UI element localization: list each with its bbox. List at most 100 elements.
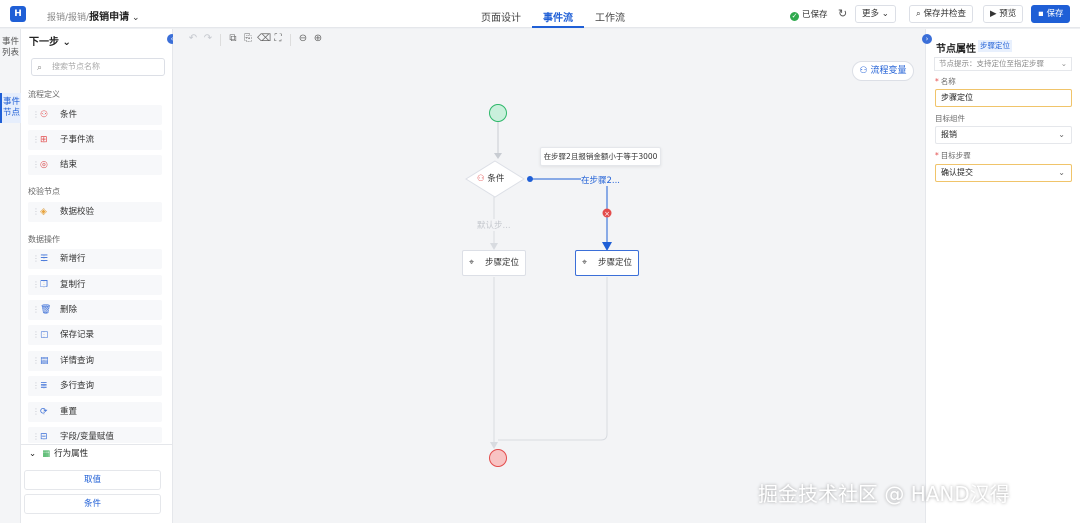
undo-icon[interactable]: ↶ (188, 33, 198, 44)
drag-handle-icon[interactable]: ⋮⋮ (32, 160, 48, 169)
drag-handle-icon[interactable]: ⋮⋮ (32, 407, 48, 416)
palette-item-reset[interactable]: ⋮⋮⟳重置 (28, 402, 162, 422)
drag-handle-icon[interactable]: ⋮⋮ (32, 135, 48, 144)
subflow-icon: ⊞ (40, 135, 48, 145)
app-logo-icon: H (10, 6, 26, 22)
chevron-down-icon: ⌄ (881, 9, 889, 19)
vertical-tabs: 事件列表 事件节点 (0, 29, 21, 523)
save-button[interactable]: ▪ 保存 (1031, 5, 1071, 23)
behavior-section-header[interactable]: ⌄▦行为属性 (21, 444, 173, 462)
start-node[interactable] (489, 104, 507, 122)
palette-item-condition[interactable]: ⋮⋮⚇条件 (28, 105, 162, 125)
cancel-value-button[interactable]: 取值 (24, 470, 161, 490)
vtab-event-nodes[interactable]: 事件节点 (0, 93, 21, 123)
branch-edge-label[interactable]: 在步骤2... (581, 174, 621, 186)
location-pin-icon: ⌖ (582, 258, 588, 268)
delete-edge-icon[interactable] (602, 208, 612, 218)
drag-handle-icon[interactable]: ⋮⋮ (32, 330, 48, 339)
reset-icon: ⟳ (40, 407, 48, 417)
top-bar: H 报销/报销/报销申请 ⌄ 页面设计 事件流 工作流 ✓已保存 ↻ 更多 ⌄ … (0, 0, 1080, 28)
search-input[interactable]: ⌕搜索节点名称 (31, 58, 165, 76)
search-icon: ⌕ (916, 9, 921, 19)
edge-right-to-end (498, 277, 608, 441)
node-label: 步骤定位 (598, 258, 633, 268)
palette-item-end[interactable]: ⋮⋮◎结束 (28, 155, 162, 175)
target-step-label-text: 目标步骤 (940, 151, 971, 160)
flow-canvas[interactable]: ↶ ↷ ⧉ ⎘ ⌫ ⛶ ⊖ ⊕ ⚇ 流程变量 × (173, 29, 925, 523)
node-palette: 下一步 ⌄ ‹ ⌕搜索节点名称 流程定义 ⋮⋮⚇条件 ⋮⋮⊞子事件流 ⋮⋮◎结束… (21, 29, 177, 523)
fit-screen-icon[interactable]: ⛶ (274, 33, 282, 44)
breadcrumb-current[interactable]: 报销申请 (89, 12, 130, 23)
zoom-out-icon[interactable]: ⊖ (298, 33, 308, 44)
target-step-select[interactable]: 确认提交⌄ (935, 164, 1072, 182)
palette-item-multi-query[interactable]: ⋮⋮≣多行查询 (28, 376, 162, 396)
drag-handle-icon[interactable]: ⋮⋮ (32, 207, 48, 216)
vtab-event-list[interactable]: 事件列表 (1, 37, 19, 58)
tab-event-flow[interactable]: 事件流 (532, 0, 584, 28)
node-hint-select[interactable]: 节点提示：支持定位至指定步骤⌄ (934, 57, 1072, 71)
save-label: 保存 (1046, 9, 1064, 19)
more-button[interactable]: 更多 ⌄ (855, 5, 896, 23)
item-label: 字段/变量赋值 (60, 432, 114, 442)
assign-icon: ⊟ (40, 432, 48, 442)
step-locate-node-right[interactable]: ⌖ 步骤定位 (575, 250, 639, 276)
detail-search-icon: ▤ (40, 356, 49, 366)
redo-icon[interactable]: ↷ (203, 33, 213, 44)
target-component-value: 报销 (941, 130, 957, 139)
save-check-button[interactable]: ⌕ 保存并检查 (909, 5, 973, 23)
drag-handle-icon[interactable]: ⋮⋮ (32, 280, 48, 289)
condition-button[interactable]: 条件 (24, 494, 161, 514)
condition-node-text: 条件 (487, 174, 505, 184)
palette-item-copy-row[interactable]: ⋮⋮❐复制行 (28, 275, 162, 295)
drag-handle-icon[interactable]: ⋮⋮ (32, 381, 48, 390)
palette-item-assign[interactable]: ⋮⋮⊟ 字段/变量赋值 (28, 427, 162, 443)
breadcrumb-prefix[interactable]: 报销/报销/ (47, 13, 90, 23)
chevron-down-icon: ⌄ (62, 37, 71, 48)
target-step-label: *目标步骤 (935, 150, 971, 161)
flow-edges: × (465, 104, 612, 467)
refresh-icon[interactable]: ↻ (838, 7, 848, 20)
drag-handle-icon[interactable]: ⋮⋮ (32, 254, 48, 263)
behavior-icon: ▦ (42, 449, 51, 459)
trash-icon: 🗑 (40, 305, 52, 315)
document-icon: ▢ (40, 330, 49, 340)
network-icon: ⚇ (859, 66, 868, 76)
palette-item-detail-query[interactable]: ⋮⋮▤详情查询 (28, 351, 162, 371)
item-label: 删除 (60, 305, 78, 315)
tab-workflow[interactable]: 工作流 (595, 13, 625, 24)
drag-handle-icon[interactable]: ⋮⋮ (32, 305, 48, 314)
zoom-in-icon[interactable]: ⊕ (313, 33, 323, 44)
drag-handle-icon[interactable]: ⋮⋮ (32, 356, 48, 365)
target-component-select[interactable]: 报销⌄ (935, 126, 1072, 144)
collapse-panel-icon[interactable]: ‹ (167, 34, 177, 44)
palette-title[interactable]: 下一步 ⌄ (29, 33, 71, 48)
condition-node[interactable] (465, 160, 525, 198)
list-search-icon: ≣ (40, 381, 48, 391)
name-field[interactable]: 步骤定位 (935, 89, 1072, 107)
target-step-value: 确认提交 (941, 168, 973, 177)
paste-icon[interactable]: ⎘ (244, 33, 252, 44)
cube-icon: ◈ (40, 207, 47, 217)
collapse-panel-icon[interactable]: › (922, 34, 932, 44)
palette-item-subflow[interactable]: ⋮⋮⊞ 子事件流 (28, 130, 162, 150)
palette-item-delete[interactable]: ⋮⋮🗑 删除 (28, 300, 162, 320)
delete-icon[interactable]: ⌫ (257, 33, 272, 44)
preview-button[interactable]: ▶ 预览 (983, 5, 1024, 23)
group-validation: 校验节点 (28, 187, 60, 196)
chevron-down-icon[interactable]: ⌄ (131, 13, 140, 23)
palette-item-add-row[interactable]: ⋮⋮☰新增行 (28, 249, 162, 269)
tab-page-design[interactable]: 页面设计 (481, 13, 521, 24)
step-locate-node-left[interactable]: ⌖步骤定位 (462, 250, 526, 276)
toolbar-divider (290, 34, 291, 46)
watermark: 掘金技术社区 @ HAND汉得 (758, 482, 1010, 506)
copy-icon[interactable]: ⧉ (229, 33, 237, 44)
drag-handle-icon[interactable]: ⋮⋮ (32, 110, 48, 119)
drag-handle-icon[interactable]: ⋮⋮ (32, 432, 48, 441)
end-node[interactable] (489, 449, 507, 467)
default-edge-label[interactable]: 默认步... (477, 219, 511, 231)
flow-variables-button[interactable]: ⚇ 流程变量 (852, 61, 914, 81)
item-label: 子事件流 (60, 135, 95, 145)
palette-item-save-record[interactable]: ⋮⋮▢保存记录 (28, 325, 162, 345)
palette-item-data-validation[interactable]: ⋮⋮◈数据校验 (28, 202, 162, 222)
